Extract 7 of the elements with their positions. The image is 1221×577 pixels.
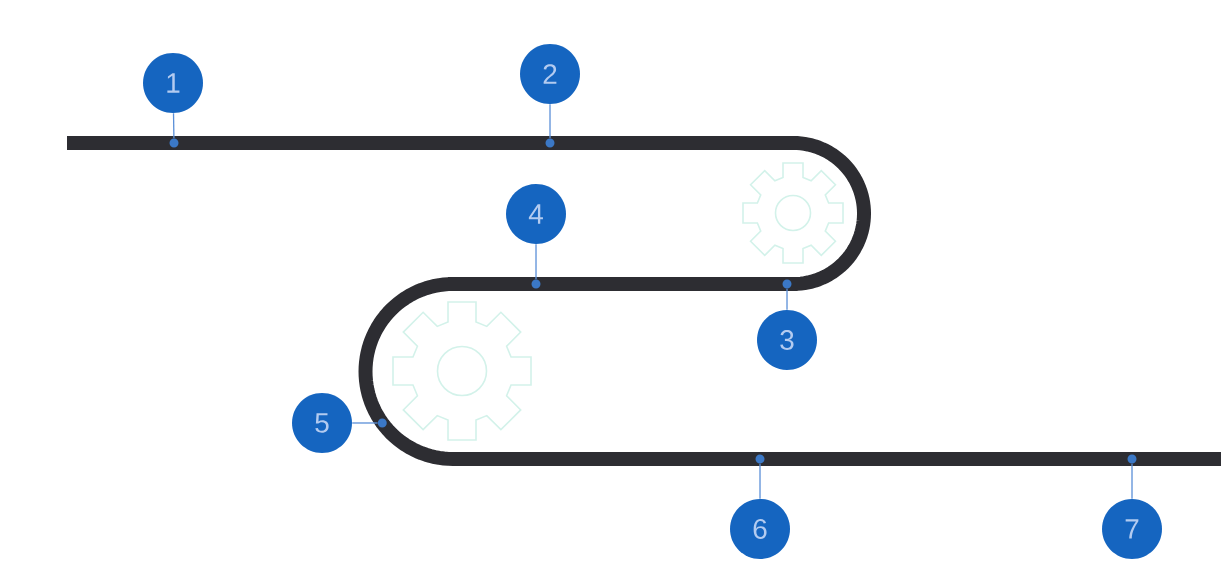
leader-line xyxy=(786,288,788,311)
leader-line xyxy=(172,112,175,139)
leader-line xyxy=(1131,463,1133,500)
leader-line xyxy=(535,243,537,280)
leader-line xyxy=(351,422,379,424)
leader-line xyxy=(759,463,761,500)
leader-line xyxy=(549,103,551,139)
